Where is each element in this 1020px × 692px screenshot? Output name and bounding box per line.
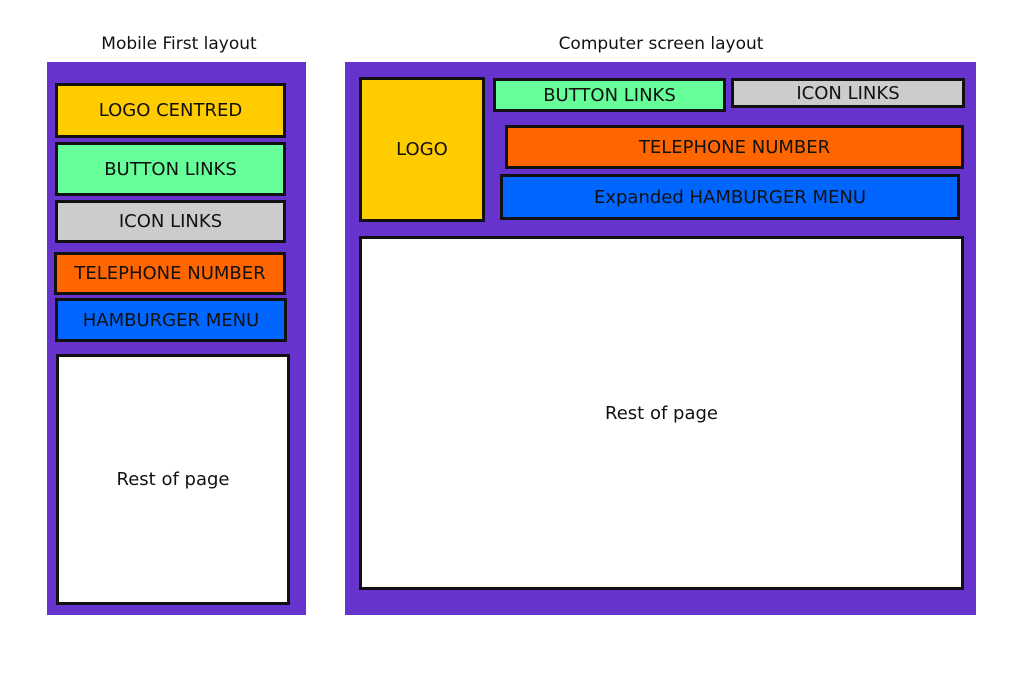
desktop-logo-box: LOGO <box>359 77 485 222</box>
desktop-layout-title: Computer screen layout <box>558 34 764 54</box>
mobile-icon-links-box: ICON LINKS <box>55 200 286 243</box>
desktop-rest-of-page-box: Rest of page <box>359 236 964 590</box>
desktop-telephone-box: TELEPHONE NUMBER <box>505 125 964 169</box>
mobile-rest-of-page-box: Rest of page <box>56 354 290 605</box>
desktop-button-links-box: BUTTON LINKS <box>493 78 726 112</box>
mobile-layout-panel: LOGO CENTRED BUTTON LINKS ICON LINKS TEL… <box>47 62 306 615</box>
mobile-button-links-box: BUTTON LINKS <box>55 142 286 196</box>
desktop-icon-links-box: ICON LINKS <box>731 78 965 108</box>
mobile-hamburger-menu-box: HAMBURGER MENU <box>55 298 287 342</box>
desktop-hamburger-menu-box: Expanded HAMBURGER MENU <box>500 174 960 220</box>
mobile-telephone-box: TELEPHONE NUMBER <box>54 252 286 295</box>
mobile-logo-box: LOGO CENTRED <box>55 83 286 138</box>
mobile-layout-title: Mobile First layout <box>101 34 257 54</box>
desktop-layout-panel: LOGO BUTTON LINKS ICON LINKS TELEPHONE N… <box>345 62 976 615</box>
